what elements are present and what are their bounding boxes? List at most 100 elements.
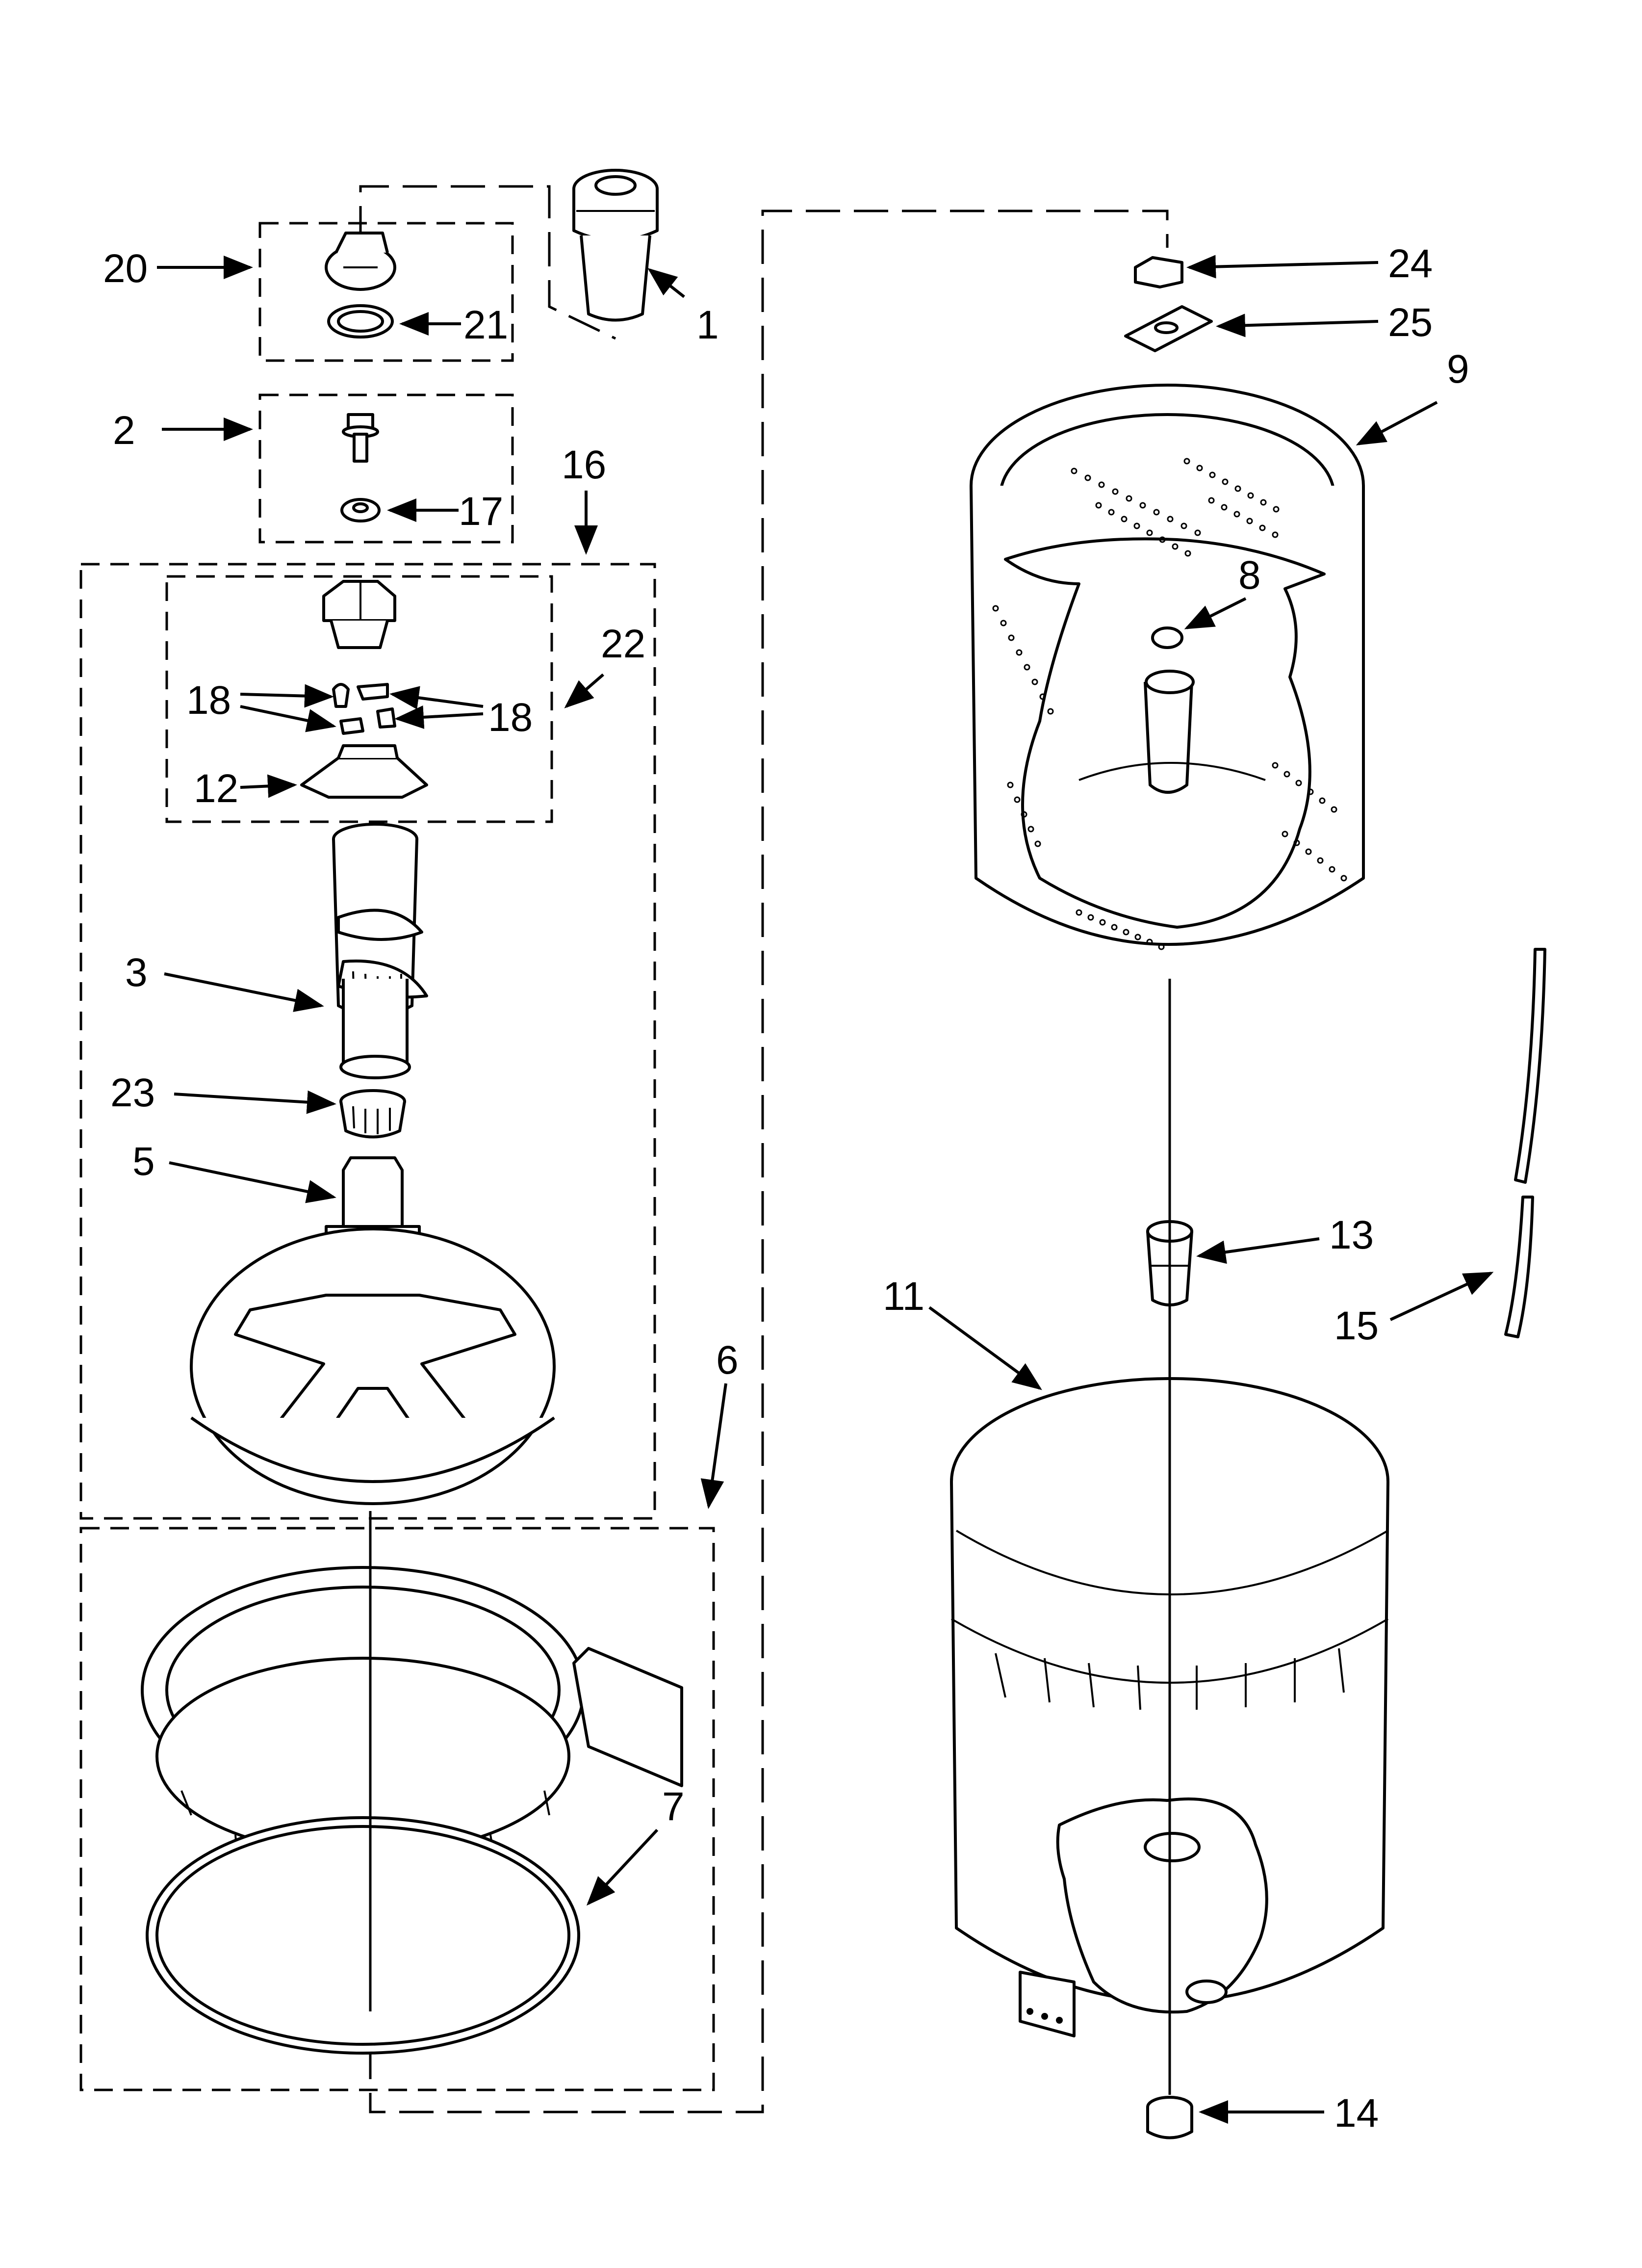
part-1-dispenser — [572, 169, 659, 322]
callout-20: 20 — [103, 246, 148, 291]
perforation-hole — [1167, 516, 1174, 522]
callout-6: 6 — [716, 1338, 739, 1382]
callout-24: 24 — [1388, 241, 1433, 286]
perforation-hole — [1319, 797, 1326, 804]
group-box-6 — [79, 1527, 715, 2091]
part-18-dogs — [332, 683, 396, 735]
perforation-hole — [1007, 782, 1014, 788]
part-25-clamp — [1124, 305, 1213, 352]
callout-17: 17 — [459, 489, 503, 534]
perforation-hole — [1184, 550, 1191, 557]
perforation-hole — [1108, 509, 1115, 516]
callout-8: 8 — [1238, 553, 1261, 598]
callout-18-left: 18 — [186, 678, 231, 723]
perforation-hole — [1084, 474, 1091, 481]
perforation-hole — [1209, 471, 1216, 478]
perforation-hole — [1098, 481, 1105, 488]
perforation-hole — [1014, 796, 1021, 803]
perforation-hole — [1196, 465, 1203, 471]
perforation-hole — [1076, 909, 1082, 916]
basket-perforations — [992, 458, 1347, 950]
group-box-22 — [165, 575, 553, 823]
part-22-cam — [322, 580, 396, 649]
perforation-hole — [1139, 502, 1146, 509]
group-box-20 — [258, 222, 514, 362]
perforation-hole — [1273, 506, 1280, 513]
callout-18-right: 18 — [488, 695, 533, 740]
callout-14: 14 — [1334, 2091, 1379, 2136]
leader-arrows — [157, 255, 1494, 2124]
perforation-hole — [1172, 543, 1179, 550]
perforation-hole — [1295, 780, 1302, 786]
callout-5: 5 — [132, 1139, 155, 1184]
perforation-hole — [1246, 518, 1253, 524]
perforation-hole — [1221, 504, 1228, 511]
callout-15: 15 — [1334, 1303, 1379, 1348]
perforation-hole — [1099, 919, 1106, 926]
perforation-hole — [1317, 857, 1324, 864]
perforation-hole — [1024, 664, 1030, 671]
perforation-hole — [1133, 522, 1140, 529]
part-3-auger — [332, 823, 428, 1079]
callout-1: 1 — [696, 303, 719, 347]
perforation-hole — [1095, 502, 1102, 509]
perforation-hole — [1208, 497, 1215, 504]
perforation-hole — [1031, 678, 1038, 685]
part-23-drive-bell — [339, 1089, 406, 1139]
part-7-seal-ring — [146, 1816, 580, 2055]
perforation-hole — [1121, 516, 1128, 522]
callout-3: 3 — [125, 950, 148, 995]
callout-7: 7 — [662, 1784, 685, 1829]
callout-16: 16 — [562, 443, 606, 487]
perforation-hole — [1146, 529, 1153, 536]
part-17-washer — [340, 498, 381, 522]
part-9-basket — [970, 384, 1365, 946]
callout-13: 13 — [1329, 1213, 1374, 1257]
connector-line-1 — [359, 185, 616, 340]
part-20-cap — [325, 232, 396, 291]
part-21-ring — [327, 304, 394, 339]
callout-12: 12 — [194, 766, 238, 811]
perforation-hole — [1233, 511, 1240, 518]
perforation-hole — [1039, 693, 1046, 700]
perforation-hole — [1340, 875, 1347, 882]
perforation-hole — [1329, 866, 1335, 873]
perforation-hole — [1016, 649, 1023, 656]
perforation-hole — [1000, 620, 1007, 626]
perforation-hole — [1134, 934, 1141, 940]
perforation-hole — [1283, 771, 1290, 778]
callout-2: 2 — [113, 408, 135, 453]
perforation-hole — [1260, 499, 1267, 506]
perforation-hole — [1047, 708, 1054, 715]
callout-23: 23 — [110, 1070, 155, 1115]
perforation-hole — [1272, 762, 1279, 769]
callout-9: 9 — [1447, 347, 1469, 391]
perforation-hole — [1234, 485, 1241, 492]
perforation-hole — [1282, 831, 1288, 837]
perforation-hole — [1305, 848, 1312, 855]
perforation-hole — [1194, 529, 1201, 536]
perforation-hole — [1259, 524, 1266, 531]
perforation-hole — [1111, 924, 1118, 931]
part-15-hose — [1504, 948, 1546, 1338]
perforation-hole — [1008, 634, 1015, 641]
perforation-hole — [1272, 531, 1279, 538]
perforation-hole — [992, 605, 999, 612]
perforation-hole — [1158, 943, 1165, 950]
perforation-hole — [1159, 536, 1166, 543]
group-box-16 — [79, 563, 656, 1520]
part-12-cover — [300, 744, 428, 799]
part-14-plug — [1146, 2096, 1193, 2139]
part-5-agitator-base — [190, 1156, 556, 1505]
perforation-hole — [1183, 458, 1190, 465]
perforation-hole — [1021, 811, 1027, 818]
callout-21: 21 — [463, 303, 508, 347]
perforation-hole — [1126, 495, 1132, 502]
perforation-hole — [1331, 806, 1337, 813]
callout-11: 11 — [883, 1274, 924, 1319]
perforation-hole — [1146, 938, 1153, 945]
part-6-tub-ring — [141, 1566, 683, 1879]
group-box-2 — [258, 393, 514, 544]
part-2-bolt — [342, 413, 379, 463]
